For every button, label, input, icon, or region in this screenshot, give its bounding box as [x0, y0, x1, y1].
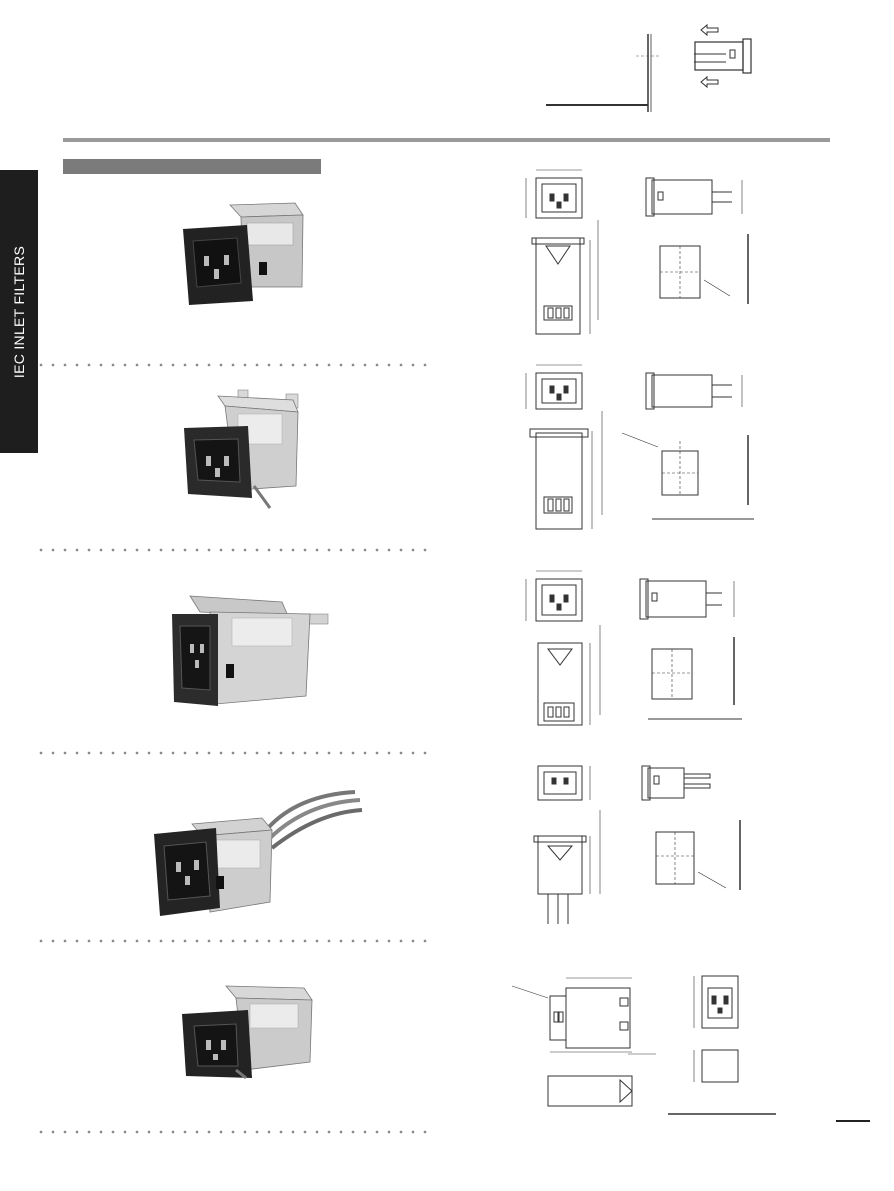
- side-tab: IEC INLET FILTERS: [0, 170, 38, 453]
- header-rule: [63, 138, 830, 142]
- panel-mounting-diagram: [546, 23, 752, 112]
- row-separator: [35, 548, 435, 552]
- dimension-drawing-3: [525, 570, 742, 726]
- product-photo-4: [154, 790, 363, 916]
- row-separator: [35, 363, 435, 367]
- dimension-drawing-4: [533, 765, 741, 924]
- product-photo-3: [172, 595, 329, 706]
- product-photo-5: [182, 985, 313, 1080]
- arrow-left-icon: [700, 75, 719, 89]
- row-separator: [35, 939, 435, 943]
- section-heading-bar: [63, 159, 321, 174]
- dimension-drawing-2: [525, 364, 754, 530]
- row-separator: [35, 1130, 435, 1134]
- product-photo-1: [183, 202, 304, 305]
- product-photo-2: [184, 389, 299, 509]
- arrow-left-icon: [700, 23, 719, 37]
- row-separator: [35, 751, 435, 755]
- page-footer-rule: [836, 1120, 870, 1122]
- side-tab-label: IEC INLET FILTERS: [11, 245, 27, 378]
- dimension-drawing-1: [525, 169, 749, 335]
- dimension-drawing-5: [511, 975, 776, 1115]
